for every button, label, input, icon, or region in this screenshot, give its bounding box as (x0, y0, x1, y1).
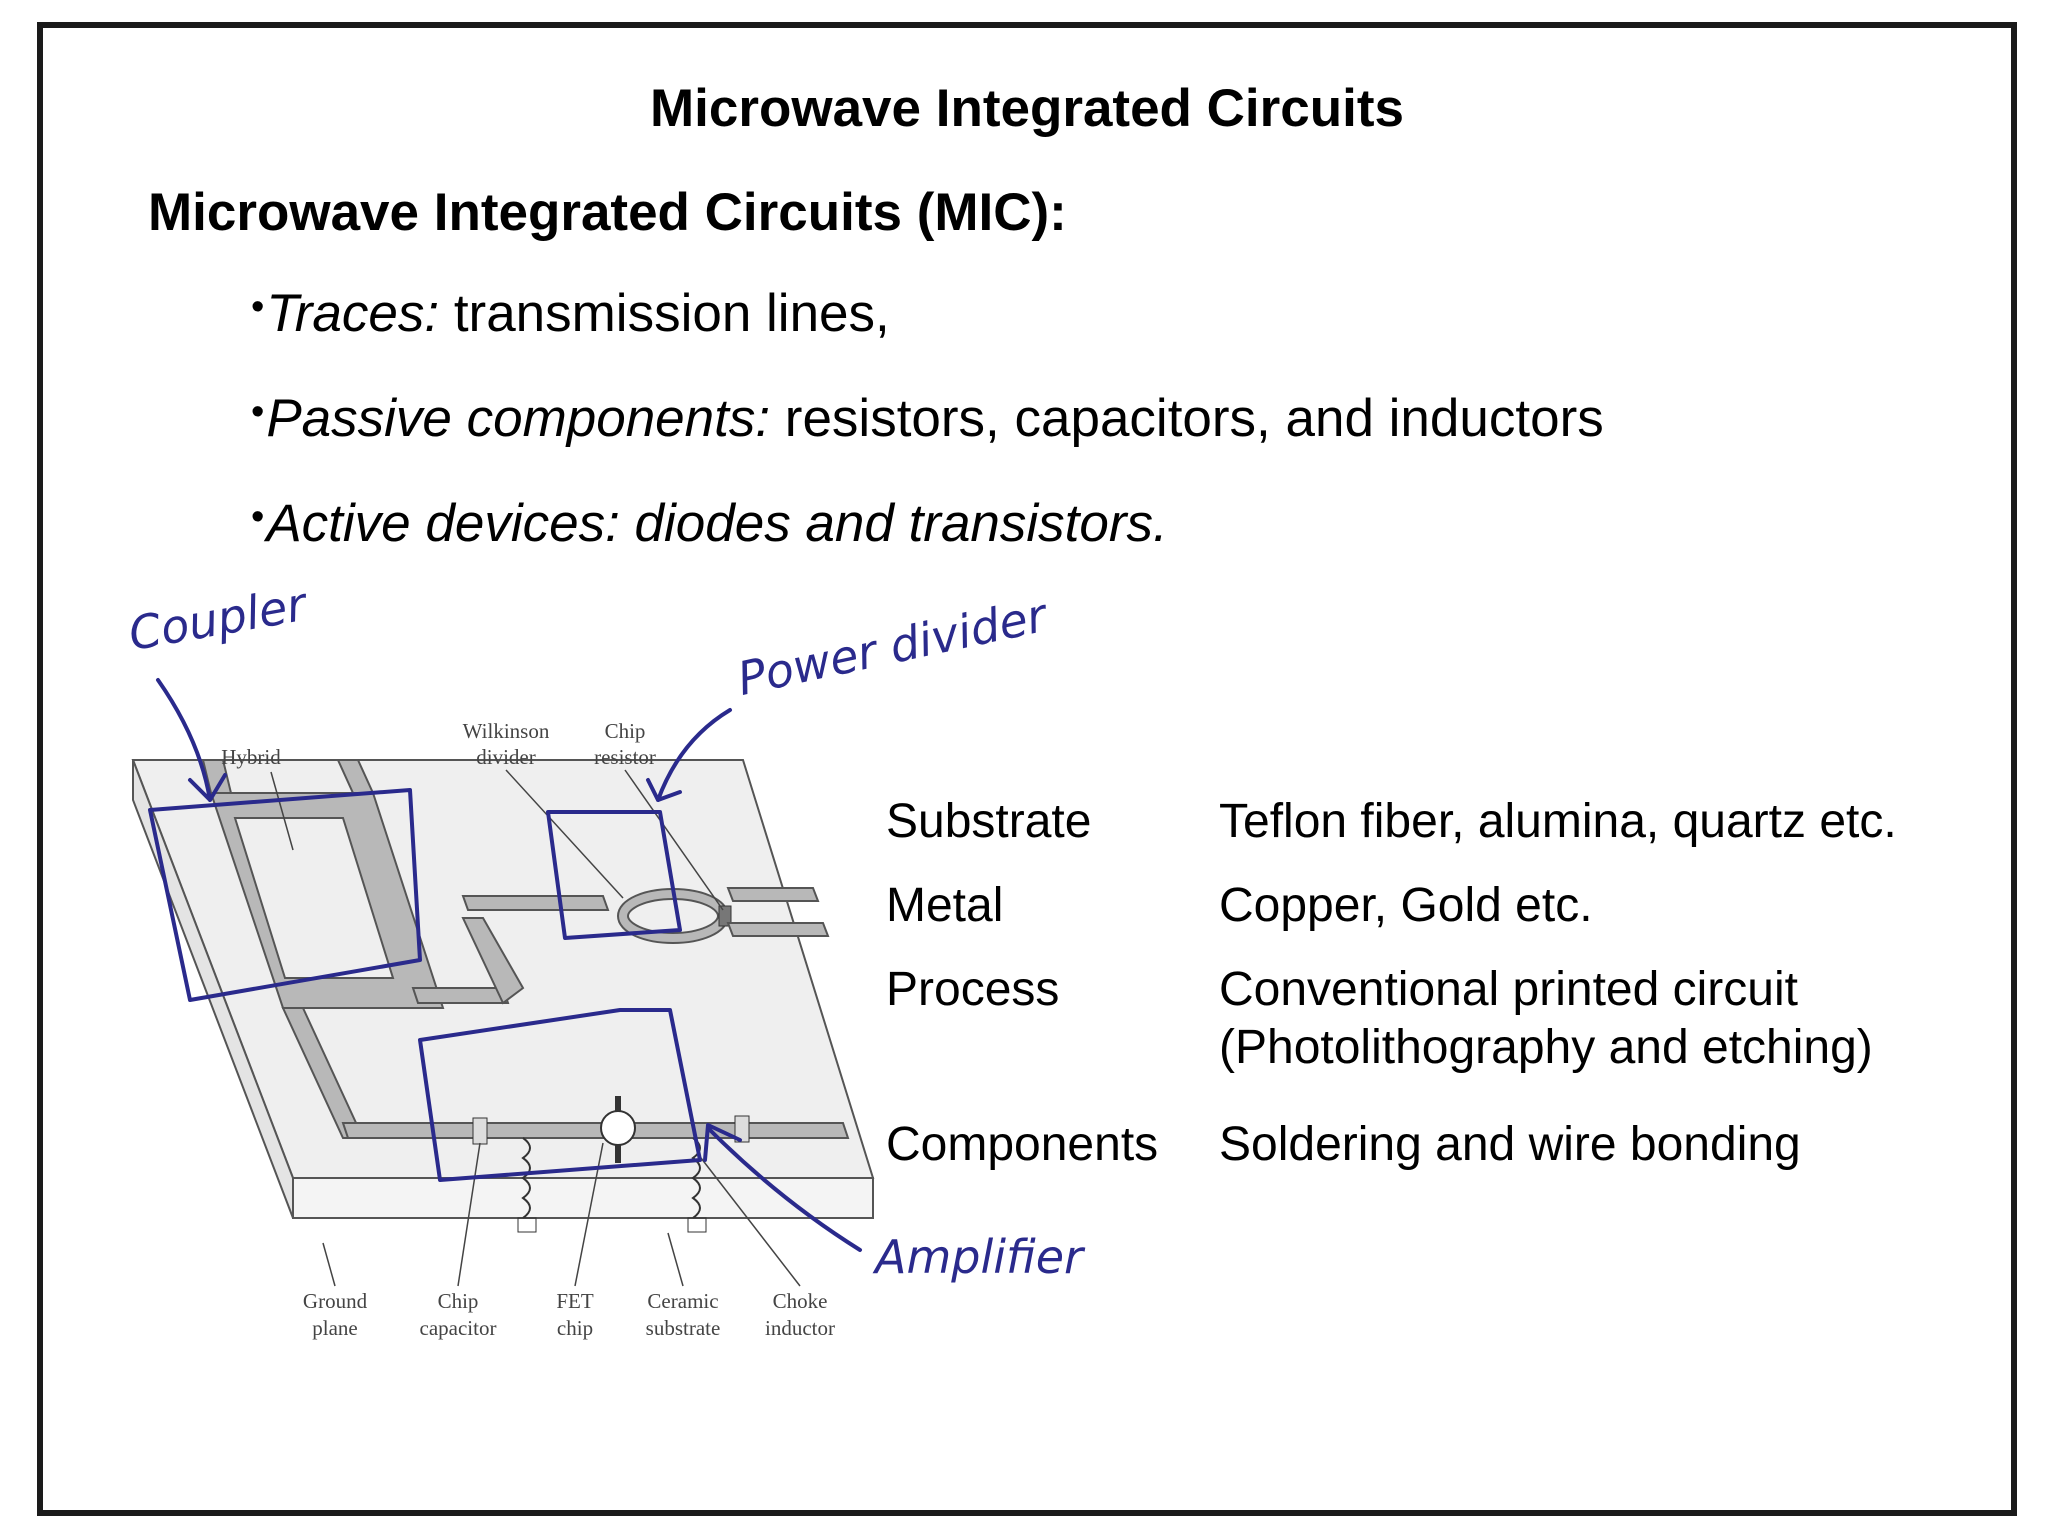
property-key: Substrate (886, 795, 1092, 848)
trace-amp-line (341, 1122, 850, 1139)
label-chip-resistor-2: resistor (594, 745, 656, 769)
label-choke-2: inductor (765, 1316, 835, 1340)
chip-capacitor-right (734, 1115, 750, 1143)
trace-meander (461, 917, 525, 1005)
chip-resistor (718, 905, 732, 927)
ink-label-amplifier: Amplifier (875, 1230, 1083, 1284)
chip-capacitor-left (472, 1117, 488, 1145)
bullet-icon: • (251, 286, 265, 328)
label-chip-cap-1: Chip (438, 1289, 479, 1313)
bullet-item-traces: •Traces: transmission lines, (251, 283, 1604, 388)
trace-divider-out1 (726, 887, 820, 902)
section-heading: Microwave Integrated Circuits (MIC): (148, 183, 1067, 242)
bullet-list: •Traces: transmission lines, •Passive co… (251, 283, 1604, 598)
property-value: Copper, Gold etc. (1219, 879, 1593, 932)
label-ground-2: plane (312, 1316, 357, 1340)
label-chip-cap-2: capacitor (420, 1316, 497, 1340)
property-value: Soldering and wire bonding (1219, 1118, 1801, 1171)
property-value-line2: (Photolithography and etching) (1219, 1021, 1873, 1074)
label-fet-1: FET (556, 1289, 594, 1313)
bullet-label: Passive components: (266, 389, 771, 448)
property-key: Process (886, 963, 1060, 1016)
bullet-item-passive: •Passive components: resistors, capacito… (251, 388, 1604, 493)
label-fet-2: chip (557, 1316, 593, 1340)
trace-coupler-out (411, 987, 510, 1004)
label-chip-resistor-1: Chip (605, 719, 646, 743)
mic-circuit-diagram: Hybrid Wilkinson divider Chip resistor G… (123, 618, 883, 1358)
label-hybrid: Hybrid (221, 745, 281, 769)
bullet-item-active: •Active devices: diodes and transistors. (251, 493, 1604, 598)
label-wilkinson: Wilkinson (463, 719, 550, 743)
label-ceramic-2: substrate (646, 1316, 721, 1340)
bullet-label: Traces: (266, 284, 440, 343)
bullet-icon: • (251, 391, 265, 433)
property-key: Components (886, 1118, 1159, 1171)
property-value: Conventional printed circuit (1219, 963, 1798, 1016)
slide-frame: Microwave Integrated Circuits Microwave … (37, 22, 2017, 1516)
property-key: Metal (886, 879, 1004, 932)
bullet-text: resistors, capacitors, and inductors (770, 389, 1604, 448)
label-divider: divider (476, 745, 535, 769)
label-choke-1: Choke (773, 1289, 828, 1313)
bullet-icon: • (251, 496, 265, 538)
trace-to-divider (461, 895, 610, 911)
bullet-label: Active devices: diodes and transistors. (266, 494, 1168, 553)
substrate-front (292, 1177, 874, 1219)
slide-title: Microwave Integrated Circuits (650, 79, 1404, 138)
label-ceramic-1: Ceramic (647, 1289, 718, 1313)
fet-chip (600, 1110, 636, 1146)
mic-circuit-svg: Hybrid Wilkinson divider Chip resistor G… (131, 719, 875, 1340)
label-ground-1: Ground (303, 1289, 368, 1313)
bullet-text: transmission lines, (439, 284, 890, 343)
property-value: Teflon fiber, alumina, quartz etc. (1219, 795, 1897, 848)
trace-divider-out2 (726, 922, 830, 937)
